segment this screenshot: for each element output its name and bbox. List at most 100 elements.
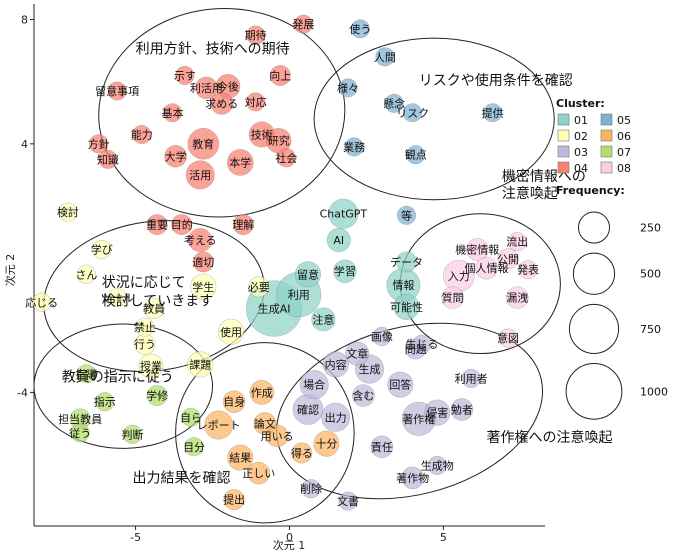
word-label: 留意: [297, 267, 319, 281]
word-point-人間: [375, 47, 395, 67]
word-point-指示: [95, 392, 115, 412]
cluster-legend-title: Cluster:: [556, 97, 605, 110]
word-label: 画像: [371, 330, 393, 343]
word-point-教育: [187, 127, 220, 160]
word-label: 学び: [91, 242, 113, 256]
word-point-質問: [441, 286, 464, 309]
cluster-swatch-08: [600, 161, 613, 174]
word-label: 応じる: [25, 295, 58, 309]
word-point-必要: [248, 276, 270, 298]
word-point-画像: [372, 326, 392, 347]
word-label: ツール: [101, 292, 134, 305]
word-point-意図: [498, 328, 518, 348]
cluster-annotation: 注意喚起: [502, 185, 558, 202]
word-point-学習: [333, 259, 357, 283]
word-label: 機密情報: [455, 242, 499, 256]
word-label: 学修: [146, 389, 168, 403]
word-label: 等: [401, 208, 412, 222]
word-point-流出: [507, 232, 527, 252]
word-point-リスク: [403, 103, 423, 123]
word-point-適切: [192, 251, 214, 273]
word-label: 生成物: [421, 458, 454, 472]
word-point-業務: [344, 137, 364, 157]
word-label: 観点: [405, 148, 427, 162]
word-label: 結果: [229, 451, 251, 465]
word-label: 示す: [174, 69, 196, 82]
word-label: 大学: [165, 149, 187, 163]
word-point-さん: [76, 264, 96, 284]
word-label: 含む: [352, 389, 374, 403]
cluster-legend-label: 05: [617, 114, 631, 127]
word-point-本学: [226, 149, 254, 176]
word-point-個人情報: [475, 256, 498, 280]
word-label: 文書: [337, 494, 359, 508]
word-label: 利活用: [190, 82, 223, 95]
word-point-利用者: [461, 368, 481, 388]
word-point-レポート: [204, 410, 234, 440]
word-label: 十分: [315, 437, 337, 451]
word-label: 公開: [497, 253, 519, 266]
word-label: 従う: [69, 427, 91, 440]
word-label: 目分: [183, 441, 205, 454]
word-point-従う: [70, 423, 90, 443]
word-point-求める: [210, 92, 234, 115]
word-label: 使用: [220, 326, 242, 339]
word-label: 情報: [392, 279, 414, 292]
word-point-基本: [162, 103, 183, 123]
word-label: 問題: [405, 343, 427, 356]
word-point-使う: [350, 19, 370, 39]
word-point-出力: [321, 402, 351, 432]
cluster-swatch-06: [600, 129, 613, 142]
word-label: 内容: [325, 357, 347, 371]
x-tick-label: 5: [440, 531, 447, 544]
word-label: 発表: [517, 263, 539, 277]
word-label: 入力: [448, 270, 470, 283]
word-label: 責任: [371, 440, 393, 454]
word-label: 生じる: [405, 337, 438, 351]
word-point-生じる: [412, 334, 432, 354]
word-label: 著作権: [402, 412, 435, 426]
word-point-教員: [143, 298, 165, 319]
word-label: 技術: [251, 129, 273, 142]
word-points: [32, 14, 538, 511]
word-point-AI: [326, 228, 351, 253]
word-point-場合: [299, 370, 329, 400]
word-label: データ: [390, 255, 423, 269]
word-point-自ら: [181, 407, 201, 427]
word-point-ツール: [107, 288, 127, 308]
word-point-提出: [223, 489, 245, 511]
word-point-禁止: [135, 317, 155, 337]
word-label: 必要: [248, 281, 270, 294]
cluster-legend-label: 01: [574, 114, 588, 127]
word-labels: 発展使う期待人間示す向上利活用今後様々留意事項求める対応懸念リスク提供基本能力技…: [25, 17, 539, 508]
word-point-観点: [406, 145, 426, 165]
cluster-annotation: 著作権への注意喚起: [487, 429, 613, 446]
word-label: 適切: [192, 255, 214, 269]
word-label: 活用: [189, 169, 211, 182]
word-label: 使う: [349, 23, 371, 36]
word-label: 学習: [334, 264, 356, 278]
word-point-発展: [293, 14, 313, 34]
size-legend-circle: [577, 211, 611, 244]
word-label: 課題: [189, 357, 211, 371]
y-axis-title: 次元 2: [3, 254, 17, 287]
word-label: ChatGPT: [320, 208, 368, 221]
word-label: 用いる: [261, 430, 294, 443]
cluster-legend-label: 02: [574, 130, 588, 143]
word-label: 確認: [297, 402, 319, 416]
word-point-得る: [291, 442, 313, 464]
cluster-annotation: リスクや使用条件を確認: [419, 72, 573, 89]
cluster-ellipse: [399, 213, 561, 355]
cluster-legend-label: 07: [617, 146, 631, 159]
word-label: 研究: [268, 134, 290, 148]
word-point-結果: [227, 444, 254, 471]
cluster-annotation: 教員の指示に従う: [62, 370, 174, 386]
cluster-ellipse: [98, 8, 346, 218]
word-point-漏洩: [505, 286, 529, 309]
word-label: 教育: [192, 137, 214, 151]
frequency-legend-title: Frequency:: [556, 184, 625, 197]
word-label: 指導: [75, 367, 97, 381]
word-point-懸念: [384, 93, 404, 113]
word-point-可能性: [393, 293, 420, 320]
